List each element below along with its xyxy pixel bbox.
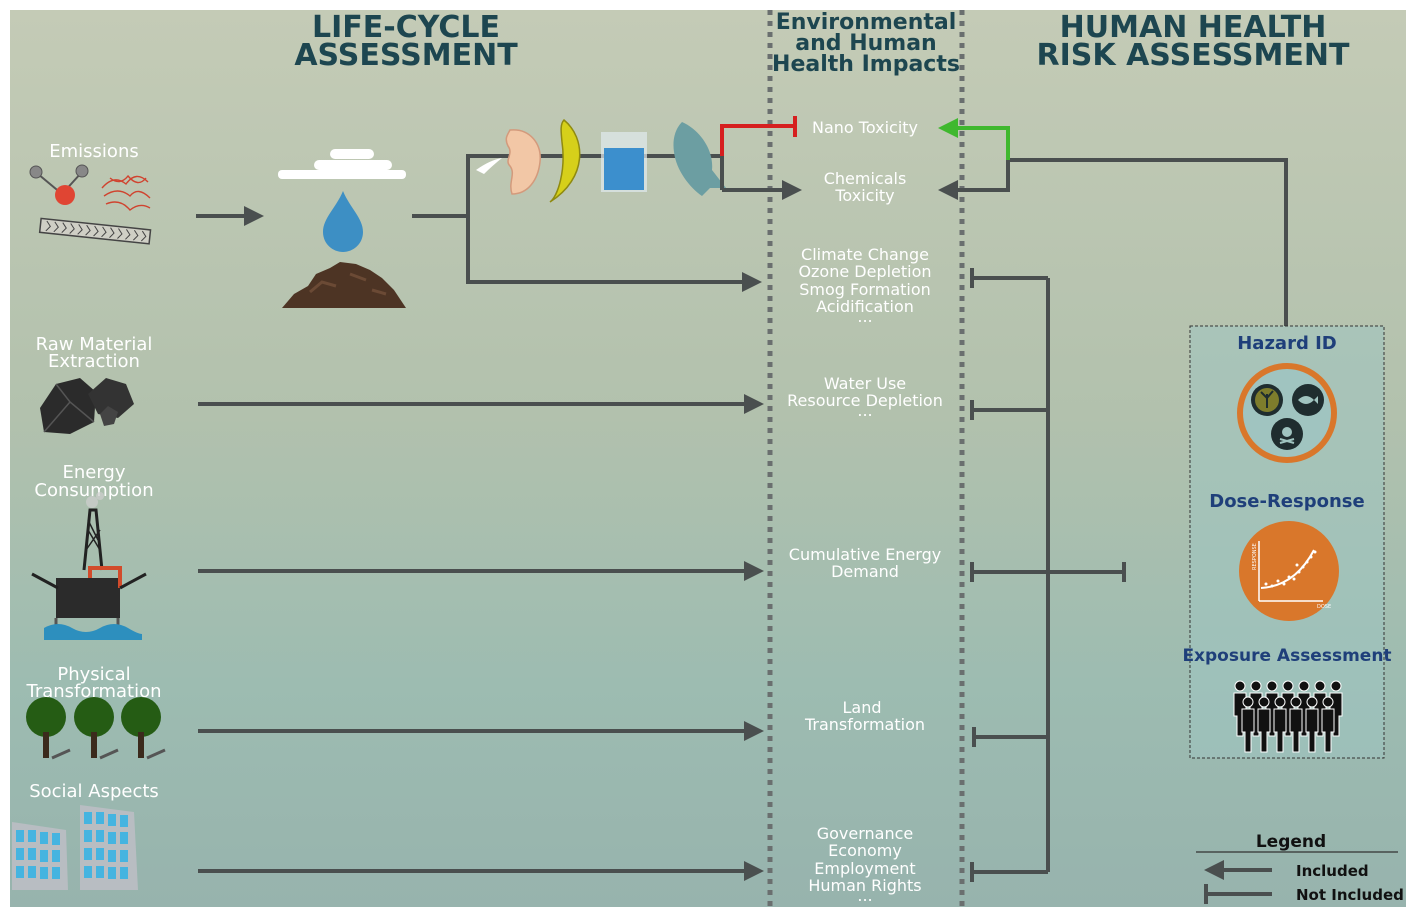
banana-icon — [549, 118, 581, 203]
source-physical-label-1: Physical — [57, 664, 130, 685]
legend-title: Legend — [1256, 832, 1326, 852]
impact-chemicals: Chemicals — [824, 169, 907, 188]
person-icon — [1321, 708, 1335, 753]
impact-ellipsis: ... — [857, 886, 872, 905]
person-icon — [1242, 696, 1254, 708]
trees-icon — [26, 697, 166, 760]
impact-ellipsis: ... — [857, 307, 872, 326]
impact-acidification: Acidification — [816, 297, 914, 316]
response-axis-label: RESPONSE — [1252, 543, 1258, 570]
impact-nano-toxicity: Nano Toxicity — [812, 118, 918, 137]
fish-icon — [673, 122, 726, 196]
face-inhalation-icon — [476, 129, 541, 195]
person-icon — [1322, 696, 1334, 708]
person-icon — [1314, 680, 1326, 692]
person-icon — [1257, 708, 1271, 753]
source-energy-label-2: Consumption — [34, 480, 153, 501]
person-icon — [1234, 680, 1246, 692]
impact-human-rights: Human Rights — [808, 876, 921, 895]
person-icon — [1274, 696, 1286, 708]
hhra-not-included-connector — [970, 268, 1126, 882]
person-icon — [1306, 696, 1318, 708]
exposure-assessment-label: Exposure Assessment — [1182, 646, 1391, 666]
lca-title-line1: LIFE-CYCLE — [312, 10, 500, 45]
legend: Legend Included Not Included — [1196, 832, 1404, 904]
impact-water-use: Water Use — [824, 374, 906, 393]
impact-toxicity: Toxicity — [834, 186, 894, 205]
soil-pile-icon — [282, 262, 406, 308]
hhra-title-line2: RISK ASSESSMENT — [1037, 38, 1350, 73]
oil-rig-icon — [31, 492, 147, 640]
diagram-svg: LIFE-CYCLE ASSESSMENT Environmental and … — [12, 10, 1404, 907]
buildings-icon — [12, 805, 138, 890]
person-icon — [1282, 680, 1294, 692]
person-icon — [1266, 680, 1278, 692]
person-icon — [1273, 708, 1287, 753]
source-physical-label-2: Transformation — [25, 681, 161, 702]
source-raw-material-label-1: Raw Material — [36, 334, 153, 355]
impact-transformation: Transformation — [804, 715, 925, 734]
person-icon — [1330, 680, 1342, 692]
impact-employment: Employment — [814, 859, 915, 878]
legend-included-label: Included — [1296, 862, 1369, 880]
person-icon — [1290, 696, 1302, 708]
dose-axis-label: DOSE — [1317, 604, 1331, 610]
impact-ellipsis: ... — [857, 401, 872, 420]
hazard-id-icon — [1237, 363, 1337, 463]
person-icon — [1298, 680, 1310, 692]
person-icon — [1241, 708, 1255, 753]
impacts-title-line1: Environmental — [776, 10, 957, 35]
impact-economy: Economy — [828, 841, 902, 860]
person-icon — [1305, 708, 1319, 753]
hhra-included-connector — [938, 118, 1288, 326]
emissions-icon — [29, 164, 152, 245]
water-droplet-icon — [323, 191, 363, 252]
source-raw-material-label-2: Extraction — [48, 351, 140, 372]
person-icon — [1250, 680, 1262, 692]
impact-resource-depletion: Resource Depletion — [787, 391, 943, 410]
rocks-icon — [40, 378, 134, 434]
lca-title-line2: ASSESSMENT — [294, 38, 518, 73]
hazard-id-label: Hazard ID — [1237, 333, 1337, 354]
impact-demand: Demand — [831, 562, 899, 581]
legend-not-included-label: Not Included — [1296, 886, 1404, 904]
exposure-people-icon — [1233, 680, 1343, 753]
hhra-title-line1: HUMAN HEALTH — [1060, 10, 1327, 45]
person-icon — [1258, 696, 1270, 708]
cloud-icon — [278, 149, 406, 179]
person-icon — [1289, 708, 1303, 753]
impacts-title-line3: Health Impacts — [772, 52, 960, 77]
dose-response-icon: DOSE RESPONSE — [1239, 521, 1339, 621]
impact-climate-change: Climate Change — [801, 245, 929, 264]
source-emissions-label: Emissions — [49, 141, 138, 162]
impact-land: Land — [842, 698, 881, 717]
impact-smog-formation: Smog Formation — [799, 280, 931, 299]
dose-response-label: Dose-Response — [1209, 491, 1364, 512]
impact-governance: Governance — [817, 824, 914, 843]
source-energy-label-1: Energy — [62, 462, 125, 483]
nano-toxicity-not-included-connector — [720, 116, 802, 200]
impacts-title-line2: and Human — [795, 31, 936, 56]
diagram-canvas: LIFE-CYCLE ASSESSMENT Environmental and … — [10, 10, 1406, 907]
impact-ozone-depletion: Ozone Depletion — [798, 262, 931, 281]
water-glass-icon — [601, 132, 647, 192]
impact-cumulative-energy: Cumulative Energy — [789, 545, 941, 564]
source-social-label: Social Aspects — [29, 781, 159, 802]
